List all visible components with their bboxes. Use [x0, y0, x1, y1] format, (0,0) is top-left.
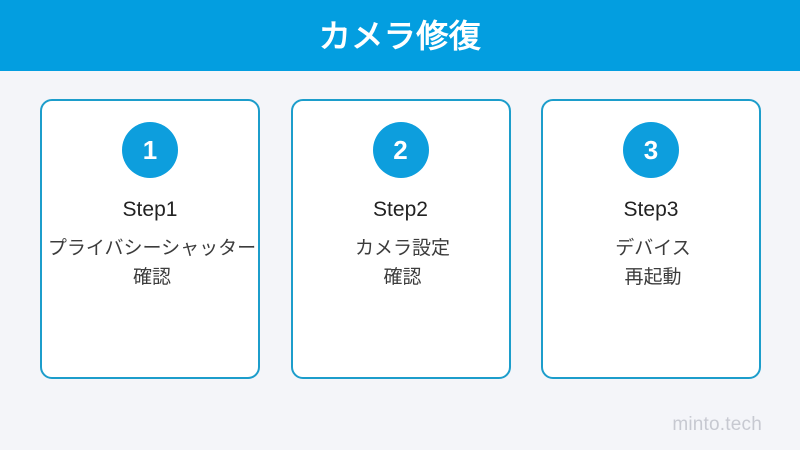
step-description-3: デバイス 再起動 [615, 238, 691, 289]
step-card-3[interactable]: 3 Step3 デバイス 再起動 [541, 99, 761, 379]
steps-container: 1 Step1 プライバシーシャッター 確認 2 Step2 カメラ設定 確認 … [40, 99, 761, 379]
step-card-1[interactable]: 1 Step1 プライバシーシャッター 確認 [40, 99, 260, 379]
step-description-1: プライバシーシャッター 確認 [47, 238, 257, 289]
step-number-badge-1: 1 [122, 122, 178, 178]
header-banner: カメラ修復 [0, 0, 800, 71]
step-number-label: 1 [142, 135, 158, 165]
step-number-badge-2: 2 [372, 122, 429, 178]
step-description-2: カメラ設定 確認 [354, 238, 450, 289]
step-number-badge-3: 3 [623, 122, 679, 178]
step-title-1: Step1 [122, 198, 178, 221]
step-title-3: Step3 [623, 198, 679, 221]
step-number-label: 3 [643, 135, 659, 165]
watermark-label: minto.tech [672, 414, 762, 435]
page-title: カメラ修復 [318, 17, 482, 54]
step-card-2[interactable]: 2 Step2 カメラ設定 確認 [290, 99, 511, 379]
step-title-2: Step2 [373, 198, 428, 221]
step-number-label: 2 [393, 135, 408, 165]
